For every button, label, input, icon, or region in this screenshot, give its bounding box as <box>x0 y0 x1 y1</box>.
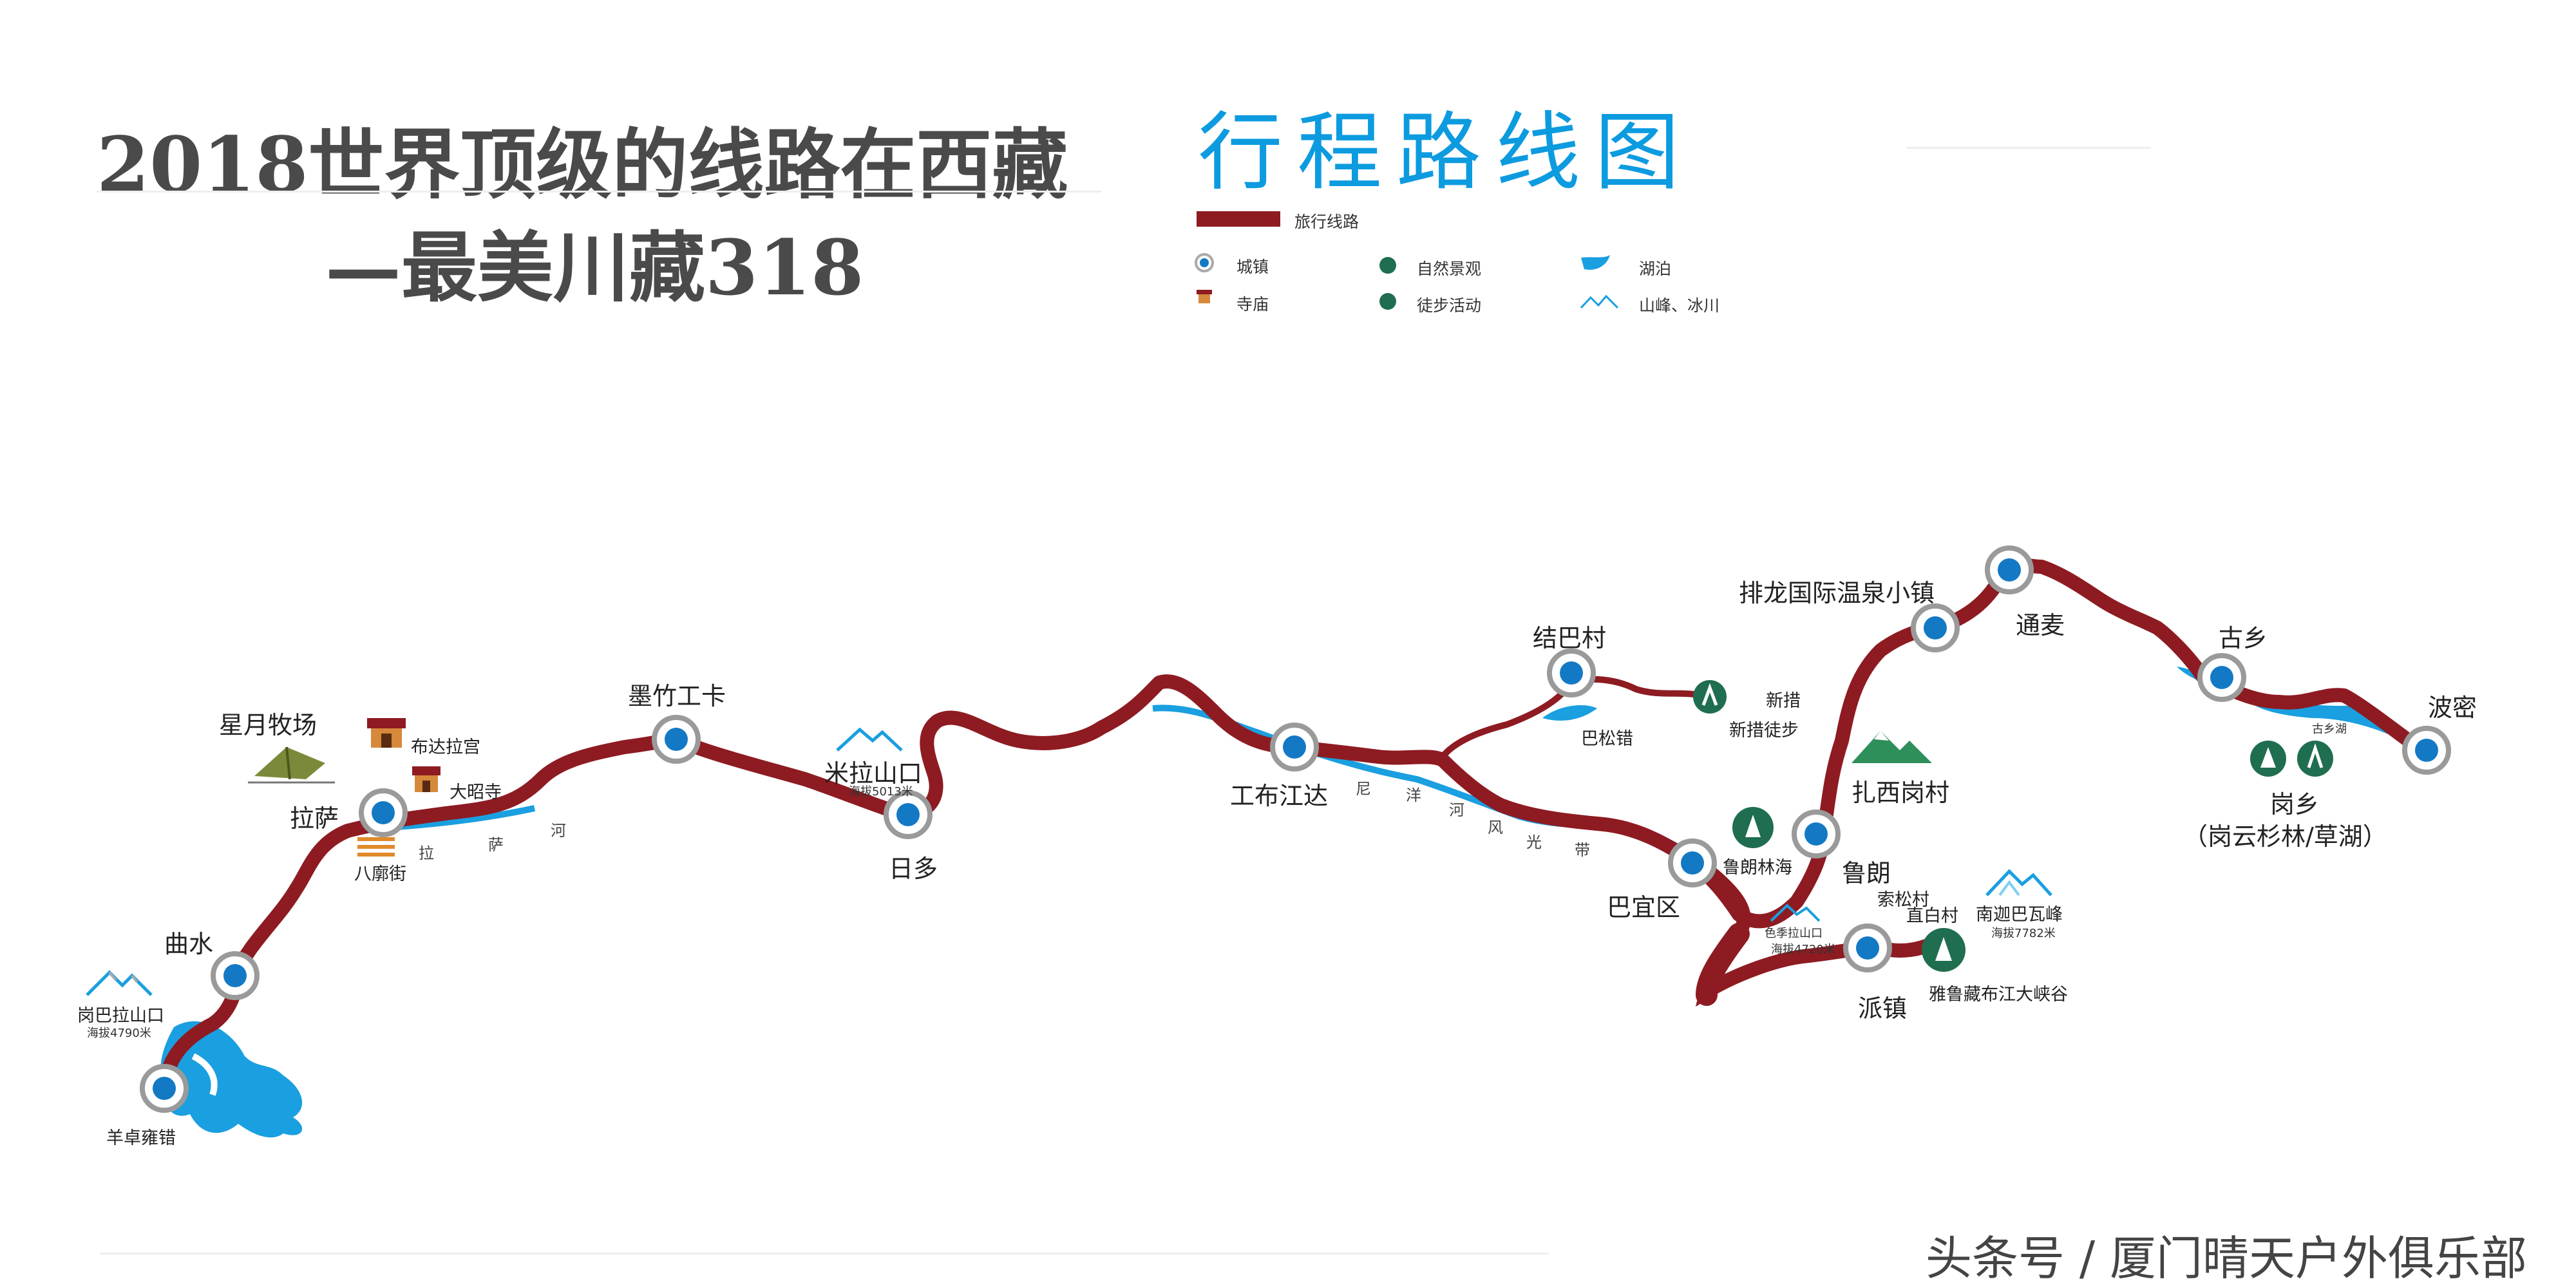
town-marker-jieba <box>1547 649 1596 697</box>
place-mila: 米拉山口 <box>824 759 923 788</box>
town-markers <box>140 545 2451 1113</box>
river-char: 光 <box>1526 833 1542 851</box>
town-label-lasa: 拉萨 <box>290 804 339 833</box>
place-xincuo-hike: 新措徒步 <box>1729 721 1799 741</box>
town-label-guxiang: 古乡 <box>2219 624 2268 652</box>
town-marker-guxiang <box>2197 653 2246 702</box>
town-label-tongmai: 通麦 <box>2016 611 2065 639</box>
place-gangxiang-sub: （岗云杉林/草湖） <box>2183 822 2387 851</box>
town-marker-mozhu <box>652 715 701 764</box>
tent-icon <box>248 746 335 784</box>
place-zhibai: 直白村 <box>1906 906 1958 926</box>
place-xingyue: 星月牧场 <box>219 711 317 739</box>
town-label-mozhu: 墨竹工卡 <box>628 682 726 710</box>
place-mila-alt: 海拔5013米 <box>849 785 913 799</box>
town-marker-riduo <box>884 790 933 839</box>
legend-mountain-label: 山峰、冰川 <box>1639 296 1720 315</box>
place-sejila: 色季拉山口 <box>1765 927 1823 940</box>
basong-lake <box>1542 705 1597 721</box>
town-marker-gongbu <box>1270 723 1319 772</box>
town-label-yangzhuo: 羊卓雍错 <box>106 1128 176 1148</box>
mountain-icon <box>1852 731 1932 763</box>
legend-town-icon <box>1195 253 1214 272</box>
river-char: 拉 <box>419 844 434 862</box>
watermark-text: 头条号 / 厦门晴天户外俱乐部 <box>1926 1231 2528 1285</box>
branch-paizhen-tip <box>1696 923 1750 1006</box>
mountain-icon <box>1770 904 1821 922</box>
river-char: 河 <box>1449 801 1464 819</box>
forest-icon <box>1732 741 2286 972</box>
legend-route-swatch <box>1197 211 1280 227</box>
place-guxiang-lake: 古乡湖 <box>2312 723 2347 736</box>
town-marker-yangzhuo <box>140 1064 189 1113</box>
town-label-bayi: 巴宜区 <box>1607 893 1681 922</box>
divider <box>1906 147 2151 149</box>
legend-town-label: 城镇 <box>1236 258 1269 276</box>
river-char: 带 <box>1575 841 1590 859</box>
place-xincuo: 新措 <box>1766 691 1801 711</box>
place-gangbala: 岗巴拉山口 <box>77 1006 164 1026</box>
place-canyon: 雅鲁藏布江大峡谷 <box>1929 985 2068 1005</box>
town-marker-bomi <box>2402 726 2451 775</box>
town-label-pailong: 排龙国际温泉小镇 <box>1739 579 1935 607</box>
legend-temple-icon <box>1197 290 1212 303</box>
legend-scenery-icon <box>1379 257 1396 274</box>
place-dazhao: 大昭寺 <box>450 782 502 802</box>
legend-route-label: 旅行线路 <box>1294 213 1359 231</box>
town-label-paizhen: 派镇 <box>1858 994 1908 1023</box>
place-sejila-alt: 海拔4720米 <box>1771 943 1835 956</box>
legend-hiking-label: 徒步活动 <box>1417 296 1482 315</box>
town-marker-tongmai <box>1985 545 2034 594</box>
hiking-icon <box>1693 680 2333 777</box>
divider <box>97 191 1101 193</box>
legend-temple-label: 寺庙 <box>1236 295 1269 314</box>
legend-lake-label: 湖泊 <box>1639 260 1672 278</box>
legend-hiking-icon <box>1379 293 1396 310</box>
divider <box>100 1253 1549 1255</box>
town-label-riduo: 日多 <box>889 855 938 883</box>
town-label-lulang: 鲁朗 <box>1842 859 1891 887</box>
town-marker-qushui <box>211 951 260 1000</box>
town-label-qushui: 曲水 <box>164 930 214 958</box>
town-label-gongbu: 工布江达 <box>1230 782 1329 810</box>
temple-icon <box>412 766 440 792</box>
mountain-icon <box>836 727 903 752</box>
place-namjagbarwa: 南迦巴瓦峰 <box>1976 905 2063 925</box>
yamdrok-lake <box>160 1021 303 1138</box>
town-marker-paizhen <box>1843 923 1892 972</box>
place-budala: 布达拉宫 <box>411 737 480 757</box>
barkhor-icon <box>357 837 395 857</box>
mountain-icon <box>86 970 153 996</box>
place-zhaxi: 扎西岗村 <box>1852 779 1950 807</box>
town-label-bomi: 波密 <box>2428 694 2477 722</box>
river-char: 洋 <box>1406 786 1421 804</box>
town-marker-bayi <box>1668 838 1717 887</box>
main-route <box>157 558 2416 1095</box>
town-marker-lulang <box>1792 810 1841 858</box>
page-title-line1: 2018世界顶级的线路在西藏 <box>97 120 1068 209</box>
map-title: 行程路线图 <box>1198 103 1694 202</box>
place-namjagbarwa-alt: 海拔7782米 <box>1991 927 2056 940</box>
page-title-line2: —最美川藏318 <box>325 223 864 312</box>
town-marker-lasa <box>359 788 408 837</box>
place-gangbala-alt: 海拔4790米 <box>87 1027 151 1040</box>
town-label-jieba: 结巴村 <box>1533 624 1607 652</box>
legend-scenery-label: 自然景观 <box>1417 260 1482 278</box>
river-char: 尼 <box>1356 780 1371 798</box>
place-lulang-forest: 鲁朗林海 <box>1723 858 1792 878</box>
river-char: 风 <box>1488 819 1503 837</box>
legend-mountain-icon <box>1580 294 1619 309</box>
place-gangxiang: 岗乡 <box>2270 790 2320 819</box>
temple-icon <box>367 718 406 748</box>
place-basong: 巴松错 <box>1581 729 1633 749</box>
town-marker-pailong <box>1911 603 1960 652</box>
place-suosong: 索松村 <box>1877 890 1929 910</box>
river-char: 萨 <box>488 836 504 854</box>
mountain-icon <box>1985 869 2052 896</box>
place-bakuo: 八廓街 <box>354 864 406 884</box>
river-char: 河 <box>551 822 566 840</box>
legend-lake-icon <box>1581 255 1610 270</box>
